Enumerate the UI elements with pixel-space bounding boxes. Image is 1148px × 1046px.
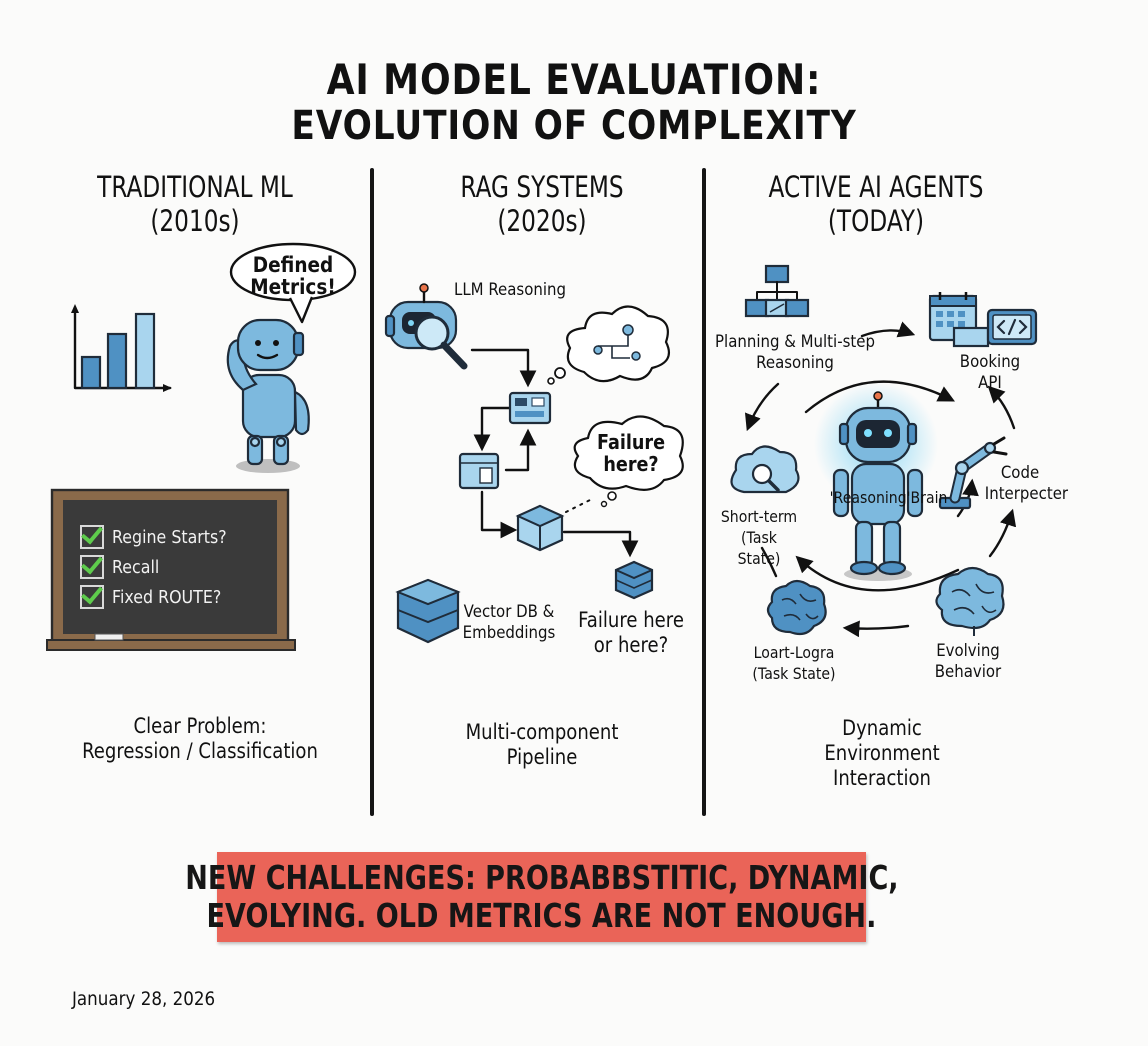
checkbox-checked-icon bbox=[80, 555, 104, 579]
chalkboard-item: Fixed ROUTE? bbox=[80, 582, 300, 612]
reasoning-brain-label: 'Reasoning'Brain bbox=[829, 488, 948, 507]
chalkboard-item: Recall bbox=[80, 552, 300, 582]
failure-bubble-text: Failure here? bbox=[596, 430, 666, 476]
checkbox-checked-icon bbox=[80, 585, 104, 609]
failure-bubble-icon bbox=[573, 415, 684, 508]
glowing-robot-icon bbox=[814, 382, 938, 581]
speech-bubble-icon bbox=[229, 242, 357, 324]
rag-systems-heading: RAG SYSTEMS (2020s) bbox=[460, 170, 624, 238]
traditional-ml-caption: Clear Problem: Regression / Classificati… bbox=[82, 714, 318, 763]
traditional-ml-heading: TRADITIONAL ML (2010s) bbox=[97, 170, 293, 238]
banner-line-1: NEW CHALLENGES: PROBABBSTITIC, DYNAMIC, bbox=[184, 858, 899, 897]
brain-icon bbox=[766, 579, 827, 636]
document-window-icon bbox=[458, 452, 500, 490]
cube-icon bbox=[515, 504, 565, 552]
llm-reasoning-label: LLM Reasoning bbox=[453, 280, 566, 300]
short-term-label: Short-term (Task State) bbox=[720, 507, 798, 568]
column-divider-right bbox=[702, 168, 706, 816]
active-agents-heading: ACTIVE AI AGENTS (TODAY) bbox=[768, 170, 984, 238]
vector-db-label: Vector DB & Embeddings bbox=[462, 602, 556, 643]
booking-api-label: Booking API bbox=[959, 352, 1021, 393]
date-label: January 28, 2026 bbox=[72, 988, 216, 1010]
code-icon bbox=[986, 308, 1038, 346]
challenges-banner: NEW CHALLENGES: PROBABBSTITIC, DYNAMIC, … bbox=[185, 852, 898, 942]
small-database-icon bbox=[614, 560, 654, 600]
chalkboard-checklist: Regine Starts? Recall Fixed ROUTE? bbox=[80, 522, 300, 612]
evolving-behavior-label: Evolving Behavior bbox=[934, 641, 1002, 682]
checkbox-checked-icon bbox=[80, 525, 104, 549]
calendar-icon bbox=[928, 292, 990, 348]
vector-database-icon bbox=[395, 578, 461, 644]
code-interpreter-label: Code Interpecter bbox=[984, 463, 1069, 504]
robot-icon bbox=[226, 318, 310, 473]
title-line-2: EVOLUTION OF COMPLEXITY bbox=[291, 103, 857, 149]
defined-metrics-bubble-text: Defined Metrics! bbox=[250, 253, 336, 299]
cloud-search-icon bbox=[730, 445, 800, 494]
banner-line-2: EVOLYING. OLD METRICS ARE NOT ENOUGH. bbox=[206, 896, 877, 935]
column-divider-left bbox=[370, 168, 374, 816]
long-term-label: Loart-Logra (Task State) bbox=[752, 643, 836, 683]
failure-here-text: Failure here or here? bbox=[578, 608, 684, 657]
thought-cloud-icon bbox=[547, 305, 670, 385]
robot-arm-icon bbox=[938, 436, 1008, 510]
magnifier-robot-icon bbox=[384, 283, 468, 370]
org-chart-icon bbox=[744, 264, 810, 318]
pipeline-arrows bbox=[470, 348, 639, 558]
evolving-brain-icon bbox=[935, 566, 1005, 636]
active-agents-caption: Dynamic Environment Interaction bbox=[824, 716, 940, 790]
rag-systems-caption: Multi-component Pipeline bbox=[465, 720, 619, 769]
module-box-icon bbox=[508, 391, 552, 425]
bar-chart-icon bbox=[71, 304, 172, 392]
chalkboard-icon bbox=[46, 488, 296, 651]
chalkboard-item: Regine Starts? bbox=[80, 522, 300, 552]
title-line-1: AI MODEL EVALUATION: bbox=[326, 55, 822, 104]
planning-label: Planning & Multi-step Reasoning bbox=[715, 332, 875, 373]
